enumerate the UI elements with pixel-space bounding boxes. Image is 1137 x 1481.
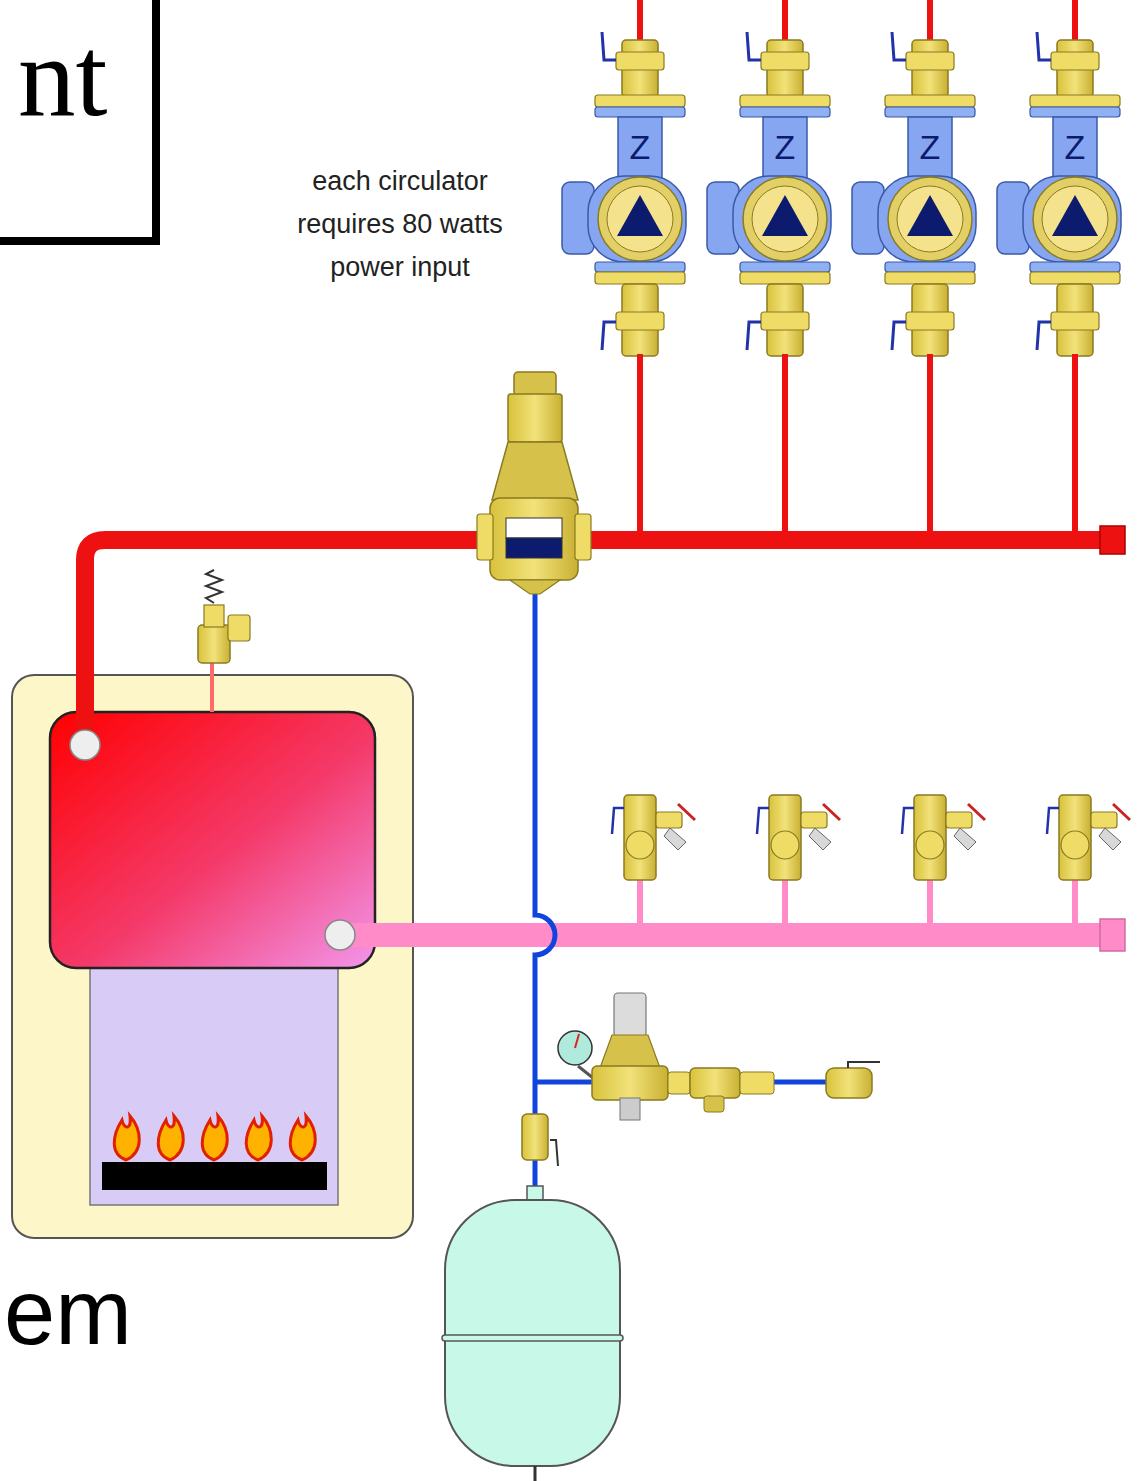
pipe-cap [1100, 526, 1125, 554]
circulator-stations [562, 0, 1121, 542]
pipe-fitting [70, 730, 100, 760]
boiler-cabinet [12, 675, 413, 1238]
title-text: nt [18, 14, 107, 141]
purge-valves [612, 795, 1130, 935]
makeup-line [535, 590, 555, 1195]
title-fragment: em [4, 1262, 132, 1362]
combustion-chamber [90, 960, 338, 1205]
return-pipe [340, 923, 1108, 947]
expansion-tank [442, 1186, 623, 1481]
zone-letter: Z [1053, 127, 1097, 167]
zone-letter: Z [618, 127, 662, 167]
pipe-cap [1100, 919, 1125, 951]
relief-valve [198, 570, 250, 712]
air-separator [477, 372, 591, 594]
burner [102, 1162, 327, 1190]
isolation-valve [522, 1114, 558, 1166]
zone-letter: Z [908, 127, 952, 167]
flames [114, 1116, 315, 1160]
annotation-note: each circulator requires 80 watts power … [262, 160, 538, 289]
title-box: nt [0, 0, 160, 245]
supply-pipe [85, 540, 1108, 745]
fill-valve [558, 993, 880, 1120]
zone-letter: Z [763, 127, 807, 167]
pipe-fitting [325, 920, 355, 950]
heat-exchanger [50, 712, 375, 968]
